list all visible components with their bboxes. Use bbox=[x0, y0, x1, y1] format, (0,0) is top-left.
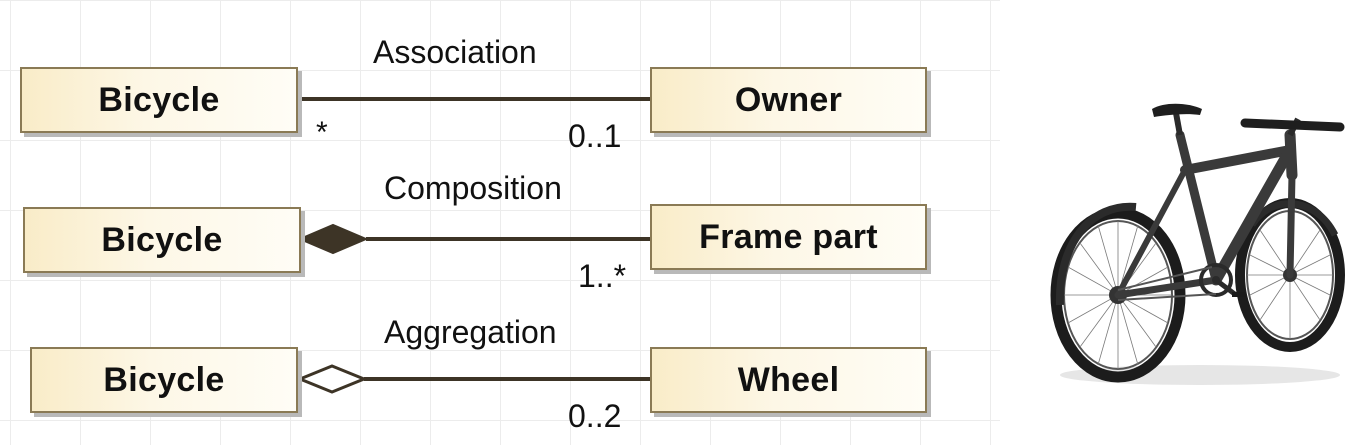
class-owner[interactable]: Owner bbox=[650, 67, 927, 133]
class-bicycle[interactable]: Bicycle bbox=[23, 207, 301, 273]
class-frame-part[interactable]: Frame part bbox=[650, 204, 927, 270]
class-bicycle[interactable]: Bicycle bbox=[20, 67, 298, 133]
class-wheel[interactable]: Wheel bbox=[650, 347, 927, 413]
connectors-layer bbox=[296, 97, 651, 394]
class-bicycle[interactable]: Bicycle bbox=[30, 347, 298, 413]
association-label: Association bbox=[373, 34, 537, 70]
composition-label: Composition bbox=[384, 170, 562, 206]
association-left-multiplicity: * bbox=[316, 116, 328, 149]
aggregation-hollow-diamond bbox=[296, 364, 368, 394]
association-right-multiplicity: 0..1 bbox=[568, 118, 622, 154]
composition-filled-diamond bbox=[297, 223, 369, 255]
composition-right-multiplicity: 1..* bbox=[578, 258, 627, 294]
bicycle-photo-icon bbox=[1050, 103, 1345, 385]
aggregation-label: Aggregation bbox=[384, 314, 557, 350]
aggregation-right-multiplicity: 0..2 bbox=[568, 398, 622, 434]
